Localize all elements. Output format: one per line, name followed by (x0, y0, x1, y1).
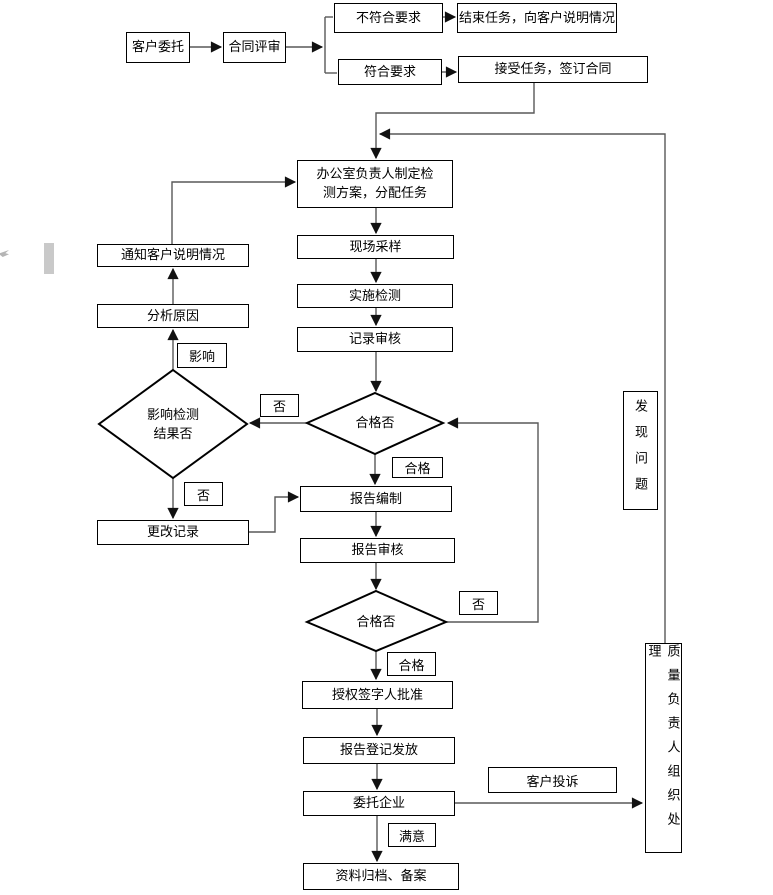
node-accept-task-sign: 接受任务，签订合同 (458, 56, 648, 83)
node-customer-commission: 客户委托 (126, 32, 190, 63)
quality-manager-text: 质量负责人组织处理 (646, 644, 681, 836)
edge-label-no-3: 否 (459, 591, 498, 615)
node-make-test-plan: 办公室负责人制定检 测方案，分配任务 (297, 160, 453, 208)
node-analyze-cause: 分析原因 (97, 304, 249, 328)
node-found-problem: 发现问题 (623, 391, 658, 510)
decision-diamond-affect-result (97, 368, 249, 480)
edge-label-affect: 影响 (177, 343, 227, 368)
make-test-plan-line2: 测方案，分配任务 (322, 185, 427, 200)
found-problem-text: 发现问题 (633, 398, 648, 503)
edge-label-customer-complaint: 客户投诉 (488, 767, 617, 793)
node-change-record: 更改记录 (97, 520, 249, 545)
edge-accept-to-plan (370, 83, 535, 160)
node-archive-filing: 资料归档、备案 (303, 863, 459, 890)
node-contract-review: 合同评审 (223, 32, 286, 63)
node-entrusting-enterprise: 委托企业 (303, 791, 455, 816)
node-meet-requirements: 符合要求 (338, 59, 442, 85)
edge-label-no-1: 否 (260, 394, 299, 417)
edge-notify-to-plan (171, 176, 297, 244)
decision-diamond-qualified-2 (304, 589, 449, 653)
edge-change-to-reportprep (249, 491, 300, 533)
edge-quality-feedback-to-plan (378, 128, 666, 643)
node-quality-manager-handle: 质量负责人组织处理 (645, 643, 682, 853)
edge-label-satisfied: 满意 (388, 823, 436, 847)
node-record-review: 记录审核 (297, 327, 453, 352)
decision-diamond-qualified-1 (304, 391, 446, 456)
node-not-meet-requirements: 不符合要求 (334, 3, 443, 33)
make-test-plan-line1: 办公室负责人制定检 (316, 166, 434, 182)
page-edge-gray-bar (44, 243, 54, 274)
edge-label-qualified-1: 合格 (392, 457, 443, 478)
node-end-task-explain: 结束任务，向客户说明情况 (457, 3, 617, 33)
node-notify-customer: 通知客户说明情况 (97, 244, 249, 267)
node-report-preparation: 报告编制 (300, 486, 452, 512)
edge-qualified2-no-loop (446, 417, 539, 623)
edge-label-qualified-2: 合格 (387, 652, 436, 676)
node-report-registration-issue: 报告登记发放 (303, 737, 455, 764)
node-site-sampling: 现场采样 (297, 235, 454, 259)
node-report-review: 报告审核 (300, 538, 455, 563)
node-authorized-signatory-approval: 授权签字人批准 (302, 681, 453, 709)
node-implement-testing: 实施检测 (297, 284, 453, 308)
edge-label-no-2: 否 (184, 482, 223, 506)
page-edge-artifact (0, 250, 9, 257)
